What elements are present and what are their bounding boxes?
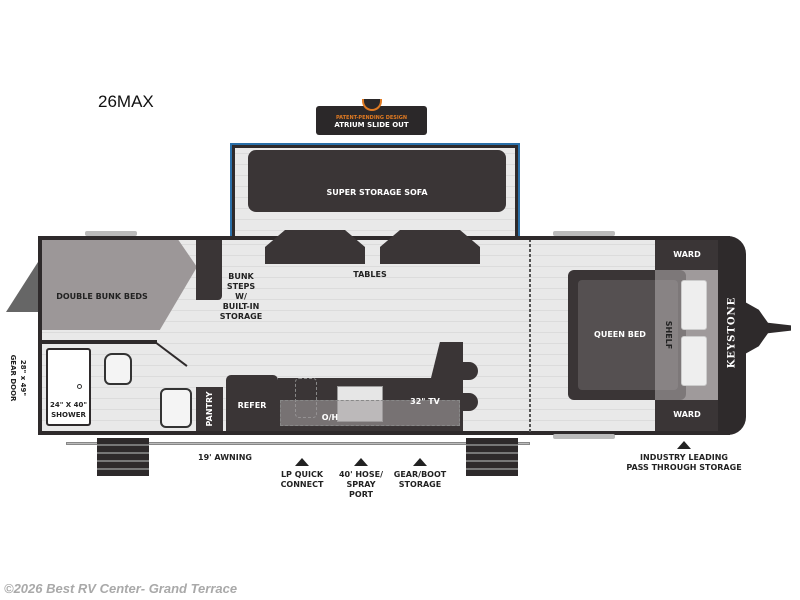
hose-line: PORT	[349, 490, 373, 499]
gear-line: STORAGE	[398, 480, 442, 489]
lp-line: LP QUICK	[280, 470, 324, 479]
bunk-steps-line: STEPS	[226, 282, 256, 291]
entry-steps-right	[466, 438, 518, 476]
shower-text: SHOWER	[51, 411, 86, 419]
ward-top-label: WARD	[673, 250, 701, 259]
stool-1	[462, 362, 478, 380]
pantry	[196, 387, 223, 431]
pass-line: PASS THROUGH STORAGE	[626, 463, 742, 472]
super-storage-sofa	[248, 150, 506, 212]
pantry-label: PANTRY	[205, 391, 214, 427]
bunk-steps-line: W/	[235, 292, 247, 301]
tables-label: TABLES	[353, 270, 387, 279]
table-right	[380, 230, 480, 264]
hose-arrow-icon	[354, 458, 368, 466]
awning	[66, 442, 530, 445]
pillow-bottom	[681, 336, 707, 386]
keystone-logo: KEYSTONE	[726, 296, 738, 369]
pass-line: INDUSTRY LEADING	[640, 453, 728, 462]
tv-label: 32" TV	[410, 397, 440, 406]
hose-port-label: 40' HOSE/ SPRAY PORT	[331, 470, 391, 500]
lp-line: CONNECT	[280, 480, 324, 489]
wardrobe-top	[655, 240, 719, 270]
bunk-steps-line: BUILT-IN	[222, 302, 260, 311]
pass-through-arrow-icon	[677, 441, 691, 449]
refer-label: REFER	[237, 401, 267, 410]
model-name: 26MAX	[98, 92, 154, 111]
gear-door-size: 28" x 49"	[19, 359, 27, 397]
entry-steps-left	[97, 438, 149, 476]
front-cap	[718, 236, 746, 435]
gear-door-label: 28" x 49" GEAR DOOR	[8, 338, 28, 418]
gear-boot-label: GEAR/BOOT STORAGE	[390, 470, 450, 490]
copyright: ©2026 Best RV Center- Grand Terrace	[4, 581, 238, 596]
badge-top-text: PATENT-PENDING DESIGN	[335, 115, 408, 121]
pillow-top	[681, 280, 707, 330]
badge-logo-icon	[362, 99, 382, 111]
gear-arrow-icon	[413, 458, 427, 466]
hitch-icon	[745, 302, 791, 354]
bathroom-wall	[42, 340, 157, 344]
window-bottom-right	[553, 434, 615, 439]
window-top-right	[553, 231, 615, 236]
shower	[46, 348, 91, 426]
shelf-label: SHELF	[664, 320, 673, 350]
lp-quick-connect-label: LP QUICK CONNECT	[272, 470, 332, 490]
refrigerator	[226, 375, 278, 431]
sofa-label: SUPER STORAGE SOFA	[326, 188, 428, 197]
bedroom-wall	[529, 240, 531, 432]
bunk-steps-line: BUNK	[228, 272, 254, 281]
bunk-steps	[196, 240, 222, 300]
badge-bottom-text: ATRIUM SLIDE OUT	[334, 121, 409, 129]
hose-line: 40' HOSE/	[338, 470, 383, 479]
lp-arrow-icon	[295, 458, 309, 466]
shower-label: 24" X 40" SHOWER	[46, 400, 91, 420]
shower-drain-icon	[77, 384, 82, 389]
table-left	[265, 230, 365, 264]
wardrobe-bottom	[655, 400, 719, 431]
window-top-left	[85, 231, 137, 236]
gear-line: GEAR/BOOT	[393, 470, 447, 479]
ward-bottom-label: WARD	[673, 410, 701, 419]
bunk-steps-label: BUNK STEPS W/ BUILT-IN STORAGE	[218, 272, 264, 322]
gear-door-icon	[6, 262, 38, 312]
bunk-steps-line: STORAGE	[219, 312, 263, 321]
stool-2	[462, 393, 478, 411]
gear-door-text: GEAR DOOR	[9, 354, 17, 402]
pass-through-label: INDUSTRY LEADING PASS THROUGH STORAGE	[625, 453, 743, 473]
hose-line: SPRAY	[346, 480, 376, 489]
sink-icon	[160, 388, 192, 428]
queen-bed-label: QUEEN BED	[594, 330, 646, 339]
shower-size: 24" X 40"	[49, 401, 88, 409]
awning-label: 19' AWNING	[198, 453, 252, 462]
toilet-icon	[104, 353, 132, 385]
oh-label: O/H	[321, 413, 339, 422]
overhead-cabinets	[280, 400, 460, 426]
bunk-beds-label: DOUBLE BUNK BEDS	[56, 292, 148, 301]
